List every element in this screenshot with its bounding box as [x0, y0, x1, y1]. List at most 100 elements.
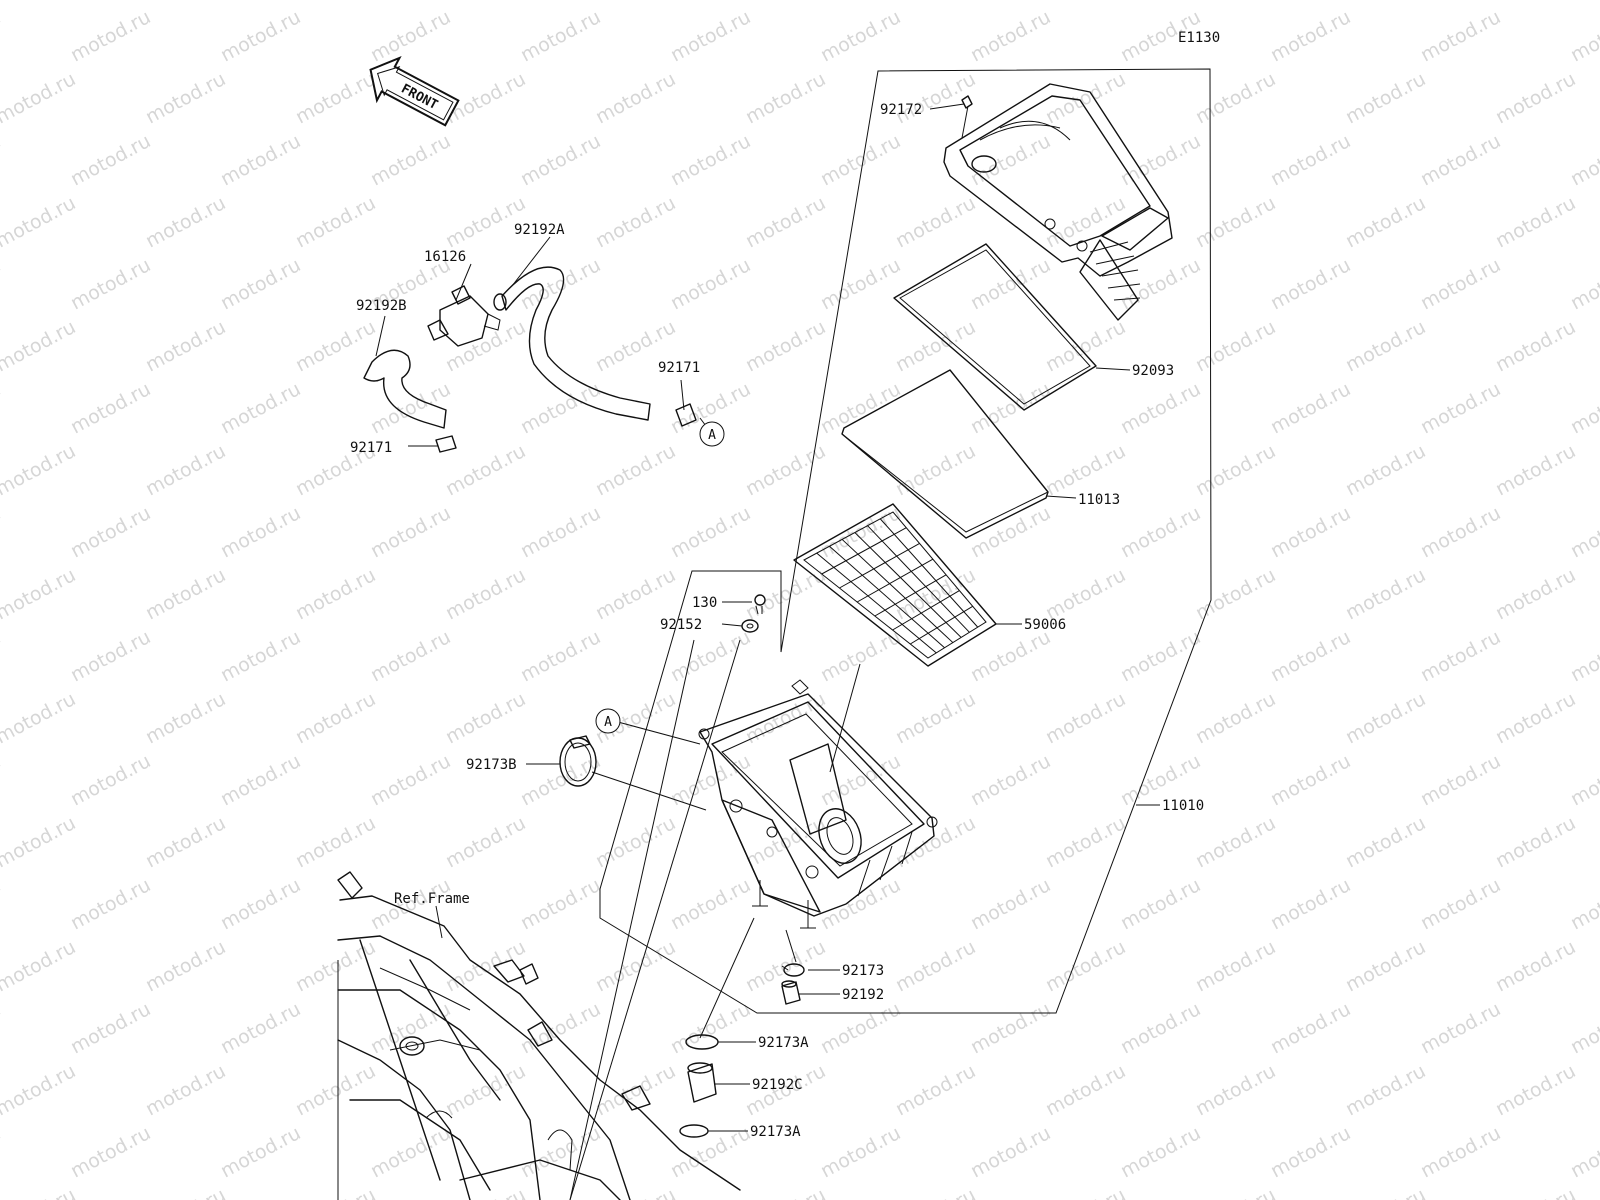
watermark-text: motod.ru: [67, 130, 154, 190]
clamp-92171-left-drawing: [435, 435, 457, 453]
watermark-text: motod.ru: [0, 1122, 4, 1182]
watermark-text: motod.ru: [1267, 750, 1354, 810]
watermark-text: motod.ru: [292, 688, 379, 748]
watermark-text: motod.ru: [1192, 1184, 1279, 1200]
part-label-92173: 92173: [842, 963, 884, 979]
watermark-text: motod.ru: [592, 0, 679, 4]
watermark-text: motod.ru: [1042, 564, 1129, 624]
watermark-text: motod.ru: [0, 998, 4, 1058]
watermark-text: motod.ru: [1342, 936, 1429, 996]
watermark-text: motod.ru: [0, 750, 4, 810]
watermark-text: motod.ru: [1117, 378, 1204, 438]
bolt-92172-drawing: [961, 95, 973, 139]
watermark-text: motod.ru: [0, 0, 79, 4]
watermark-text: motod.ru: [142, 564, 229, 624]
screen-mesh-line: [910, 605, 973, 645]
watermark-text: motod.ru: [142, 68, 229, 128]
part-label-92192B: 92192B: [356, 298, 407, 314]
watermark-text: motod.ru: [742, 1184, 829, 1200]
clamp-92173-drawing: [781, 963, 805, 977]
watermark-text: motod.ru: [592, 192, 679, 252]
part-label-92192C: 92192C: [752, 1077, 803, 1093]
watermark-text: motod.ru: [1192, 1060, 1279, 1120]
screen-mesh-line: [879, 518, 979, 628]
watermark-text: motod.ru: [817, 1122, 904, 1182]
watermark-text: motod.ru: [217, 874, 304, 934]
ref-frame-label: Ref.Frame: [394, 891, 470, 907]
watermark-text: motod.ru: [892, 1184, 979, 1200]
watermark-text: motod.ru: [1492, 440, 1579, 500]
watermark-text: motod.ru: [1042, 1184, 1129, 1200]
watermark-text: motod.ru: [892, 68, 979, 128]
watermark-text: motod.ru: [1192, 812, 1279, 872]
frame-drawing: [337, 871, 741, 1200]
part-label-92173A-lower: 92173A: [750, 1124, 801, 1140]
watermark-text: motod.ru: [292, 316, 379, 376]
watermark-text: motod.ru: [0, 1184, 79, 1200]
watermark-text: motod.ru: [892, 0, 979, 4]
watermark-text: motod.ru: [1117, 874, 1204, 934]
watermark-text: motod.ru: [1342, 316, 1429, 376]
screen-mesh-line: [841, 539, 954, 643]
watermark-text: motod.ru: [0, 874, 4, 934]
part-label-92192: 92192: [842, 987, 884, 1003]
watermark-text: motod.ru: [1042, 316, 1129, 376]
watermark-text: motod.ru: [892, 1060, 979, 1120]
watermark-text: motod.ru: [1117, 626, 1204, 686]
watermark-text: motod.ru: [292, 192, 379, 252]
watermark-text: motod.ru: [1567, 378, 1600, 438]
watermark-text: motod.ru: [217, 998, 304, 1058]
watermark-text: motod.ru: [1267, 874, 1354, 934]
watermark-text: motod.ru: [142, 0, 229, 4]
watermark-text: motod.ru: [1342, 192, 1429, 252]
watermark-text: motod.ru: [442, 1184, 529, 1200]
watermark-text: motod.ru: [67, 6, 154, 66]
air-cleaner-housing-drawing: [698, 679, 938, 929]
watermark-text: motod.ru: [1342, 564, 1429, 624]
watermark-text: motod.ru: [1042, 1060, 1129, 1120]
watermark-text: motod.ru: [1342, 68, 1429, 128]
part-label-11013: 11013: [1078, 492, 1120, 508]
watermark-text: motod.ru: [1042, 936, 1129, 996]
cap-92192-drawing: [781, 980, 801, 1005]
watermark-text: motod.ru: [517, 874, 604, 934]
watermark-text: motod.ru: [1267, 254, 1354, 314]
cap-92192C-drawing: [687, 1062, 717, 1103]
watermark-text: motod.ru: [67, 1122, 154, 1182]
watermark-text: motod.ru: [0, 68, 79, 128]
watermark-text: motod.ru: [1567, 502, 1600, 562]
watermark-text: motod.ru: [1117, 254, 1204, 314]
watermark-text: motod.ru: [1567, 1122, 1600, 1182]
hose-92192A-drawing: [501, 266, 651, 421]
watermark-text: motod.ru: [0, 254, 4, 314]
watermark-text: motod.ru: [1567, 998, 1600, 1058]
watermark-text: motod.ru: [0, 812, 79, 872]
watermark-text: motod.ru: [0, 130, 4, 190]
watermark-text: motod.ru: [67, 998, 154, 1058]
watermark-text: motod.ru: [217, 378, 304, 438]
watermark-text: motod.ru: [1042, 812, 1129, 872]
watermark-text: motod.ru: [142, 192, 229, 252]
callout-a-housing: A: [595, 708, 621, 734]
watermark-text: motod.ru: [1042, 0, 1129, 4]
watermark-text: motod.ru: [742, 812, 829, 872]
watermark-text: motod.ru: [1192, 316, 1279, 376]
watermark-text: motod.ru: [1567, 626, 1600, 686]
watermark-text: motod.ru: [217, 1122, 304, 1182]
watermark-text: motod.ru: [967, 1122, 1054, 1182]
screen-mesh-line: [892, 590, 960, 631]
watermark-text: motod.ru: [817, 998, 904, 1058]
watermark-text: motod.ru: [1567, 254, 1600, 314]
watermark-text: motod.ru: [1267, 998, 1354, 1058]
callout-a-housing-letter: A: [604, 715, 612, 730]
screen-mesh-line: [856, 558, 934, 603]
watermark-text: motod.ru: [817, 750, 904, 810]
watermark-text: motod.ru: [817, 378, 904, 438]
watermark-text: motod.ru: [1192, 688, 1279, 748]
watermark-text: motod.ru: [1417, 502, 1504, 562]
watermark-text: motod.ru: [1342, 688, 1429, 748]
watermark-text: motod.ru: [1567, 750, 1600, 810]
watermark-text: motod.ru: [0, 192, 79, 252]
watermark-text: motod.ru: [1567, 874, 1600, 934]
